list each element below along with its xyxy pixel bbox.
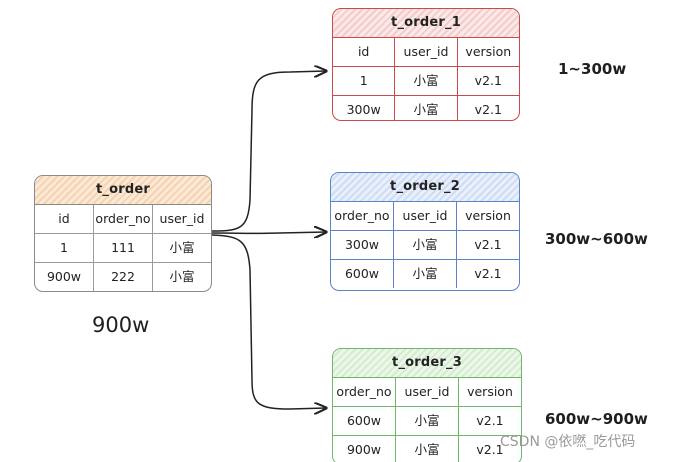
column-header: order_no [333, 378, 396, 406]
table-cell: 222 [94, 263, 153, 291]
shard-range-label: 300w~600w [545, 230, 648, 248]
column-header: id [35, 205, 94, 233]
table-cell: v2.1 [474, 237, 502, 252]
column-header: id [333, 38, 396, 66]
table-row: 600w 小富 v2.1 [333, 407, 521, 436]
shard-table-t-order-1: t_order_1 id user_id version 1 小富 v2.1 3… [332, 8, 520, 121]
table-cell: 1 [35, 234, 94, 262]
table-title: t_order [35, 176, 211, 205]
column-header: user_id [159, 211, 205, 226]
table-cell: v2.1 [474, 73, 502, 88]
column-header: version [465, 44, 512, 59]
column-header: version [467, 384, 513, 399]
column-header: order_no [331, 202, 394, 230]
total-rows-label: 900w [92, 313, 150, 337]
table-row: 1 111 小富 [35, 234, 211, 263]
table-title: t_order_1 [333, 9, 519, 38]
shard-table-t-order-2: t_order_2 order_no user_id version 300w … [330, 172, 520, 291]
shard-range-label: 600w~900w [545, 410, 648, 428]
shard-range-label: 1~300w [558, 60, 627, 78]
table-cell: 小富 [396, 436, 459, 462]
table-cell: v2.1 [476, 442, 504, 457]
column-header: user_id [394, 202, 457, 230]
table-header-row: id user_id version [333, 38, 519, 67]
table-cell: 900w [333, 436, 396, 462]
table-header-row: id order_no user_id [35, 205, 211, 234]
table-row: 300w 小富 v2.1 [331, 231, 519, 260]
column-header: version [465, 208, 511, 223]
table-cell: 小富 [169, 240, 195, 255]
table-cell: v2.1 [476, 413, 504, 428]
table-cell: 300w [333, 96, 396, 120]
table-row: 600w 小富 v2.1 [331, 260, 519, 288]
table-cell: 小富 [394, 260, 457, 288]
table-cell: v2.1 [474, 266, 502, 281]
arrow-to-shard-2 [211, 232, 326, 233]
table-cell: 小富 [395, 96, 458, 120]
table-cell: 小富 [396, 407, 459, 435]
arrow-to-shard-1 [211, 71, 326, 232]
arrow-to-shard-3 [211, 234, 326, 409]
table-cell: 1 [333, 67, 396, 95]
watermark-text: CSDN @依嘫_吃代码 [500, 434, 636, 450]
table-row: 300w 小富 v2.1 [333, 96, 519, 120]
table-cell: v2.1 [474, 102, 502, 117]
table-title: t_order_3 [333, 349, 521, 378]
table-row: 900w 小富 v2.1 [333, 436, 521, 462]
column-header: user_id [396, 378, 459, 406]
table-cell: 小富 [395, 67, 458, 95]
column-header: user_id [395, 38, 458, 66]
table-row: 1 小富 v2.1 [333, 67, 519, 96]
table-cell: 600w [331, 260, 394, 288]
table-cell: 600w [333, 407, 396, 435]
table-cell: 300w [331, 231, 394, 259]
table-cell: 111 [94, 234, 153, 262]
column-header: order_no [94, 205, 153, 233]
source-table-t-order: t_order id order_no user_id 1 111 小富 900… [34, 175, 212, 292]
table-row: 900w 222 小富 [35, 263, 211, 291]
table-cell: 900w [35, 263, 94, 291]
table-header-row: order_no user_id version [331, 202, 519, 231]
table-header-row: order_no user_id version [333, 378, 521, 407]
table-cell: 小富 [394, 231, 457, 259]
table-title: t_order_2 [331, 173, 519, 202]
shard-table-t-order-3: t_order_3 order_no user_id version 600w … [332, 348, 522, 462]
table-cell: 小富 [169, 269, 195, 284]
